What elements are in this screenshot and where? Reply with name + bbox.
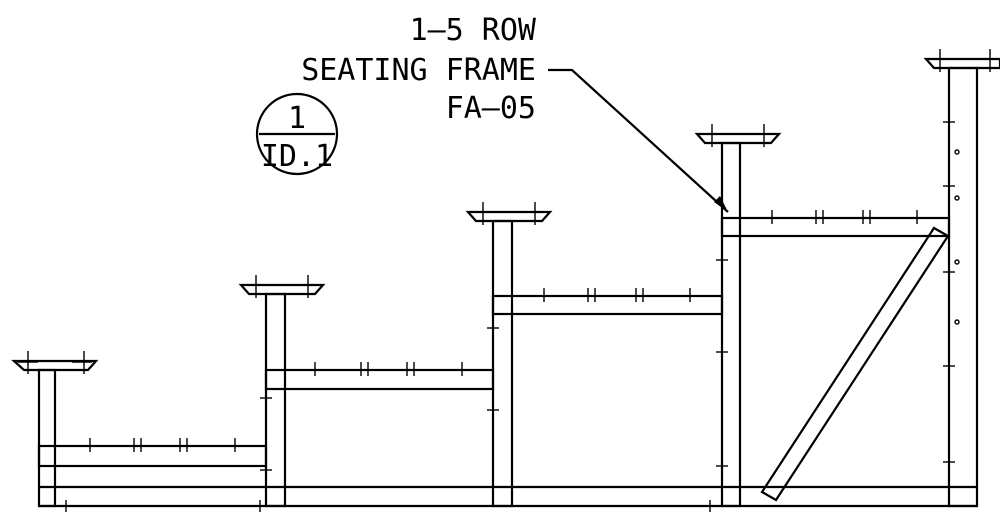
- section-marker-sheet: ID.1: [261, 139, 333, 174]
- post-cap-1: [11, 351, 99, 374]
- row-beam-4: [720, 216, 951, 238]
- post-cap-2: [238, 275, 326, 298]
- row-beam-3: [491, 294, 724, 316]
- post-cap-5: [923, 49, 1000, 72]
- post-5: [947, 66, 979, 508]
- post-4: [720, 141, 742, 508]
- callout-line-2: SEATING FRAME: [301, 53, 536, 88]
- post-1: [37, 368, 57, 508]
- section-marker-number: 1: [288, 101, 306, 136]
- base-rail: [39, 485, 977, 508]
- callout-leader: [548, 68, 729, 213]
- callout-line-1: 1—5 ROW: [410, 13, 537, 48]
- section-marker: 1 ID.1: [255, 92, 339, 176]
- post-2: [264, 292, 287, 508]
- post-ticks: [65, 121, 955, 512]
- post-3: [491, 219, 514, 508]
- post-cap-4: [694, 124, 782, 147]
- callout-line-3: FA—05: [446, 91, 536, 126]
- diagonal-brace: [760, 226, 950, 502]
- post-cap-3: [465, 202, 553, 225]
- row-beam-1: [37, 444, 268, 468]
- beam-ticks: [89, 210, 918, 452]
- bolt-holes: [954, 149, 960, 325]
- row-beam-2: [264, 368, 495, 391]
